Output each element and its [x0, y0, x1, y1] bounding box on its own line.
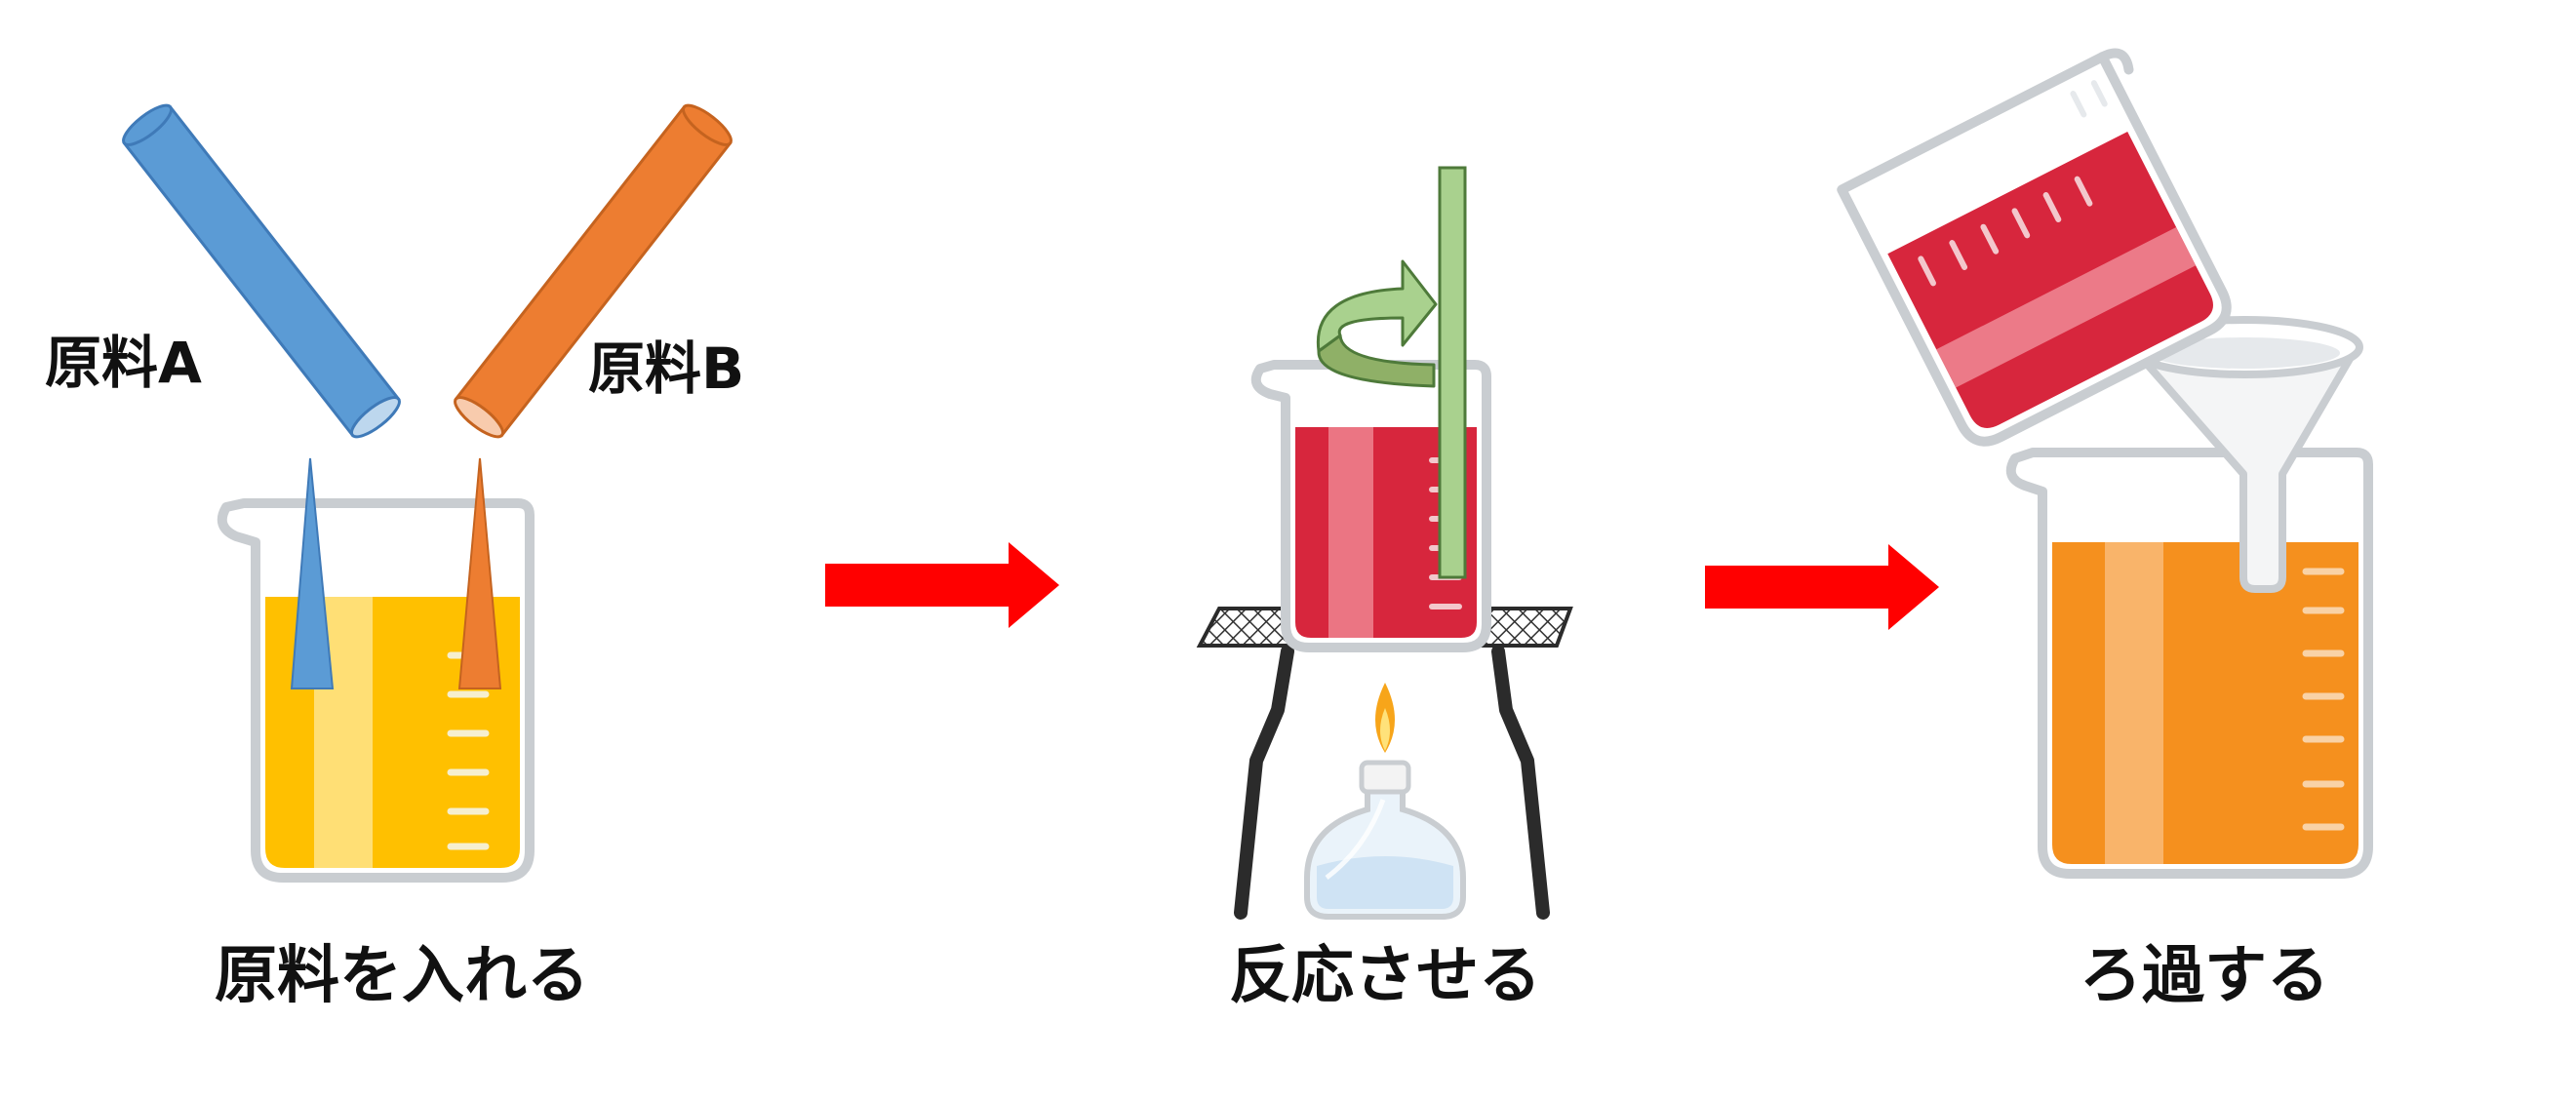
beaker-graduations: [2302, 568, 2345, 831]
tube-material-b: [454, 103, 733, 439]
rotate-arrow-icon: [1316, 259, 1438, 388]
beaker-red: [1250, 360, 1491, 652]
beaker-orange: [2005, 448, 2373, 879]
beaker-pouring-red: [1837, 48, 2232, 447]
material-b-label: 原料B: [588, 335, 744, 402]
orange-liquid: [2052, 542, 2358, 864]
step2-label: 反応させる: [1229, 940, 1541, 1012]
stirring-rod: [1438, 166, 1467, 579]
tube-material-a: [122, 103, 401, 439]
step3-illustration: [1837, 48, 2373, 879]
arrow-right-icon: [825, 542, 1059, 628]
arrow-right-icon: [1705, 544, 1939, 630]
stream-material-b: [457, 457, 502, 689]
beaker-graduations: [447, 651, 490, 850]
alcohol-lamp: [1304, 683, 1466, 920]
tripod-stand: [1234, 645, 1550, 920]
step1-illustration: 原料A 原料B: [45, 103, 744, 883]
step1-label: 原料を入れる: [215, 940, 589, 1012]
stream-material-a: [290, 457, 335, 689]
material-a-label: 原料A: [45, 330, 202, 396]
step2-illustration: [1196, 166, 1573, 920]
step3-label: ろ過する: [2080, 940, 2329, 1012]
